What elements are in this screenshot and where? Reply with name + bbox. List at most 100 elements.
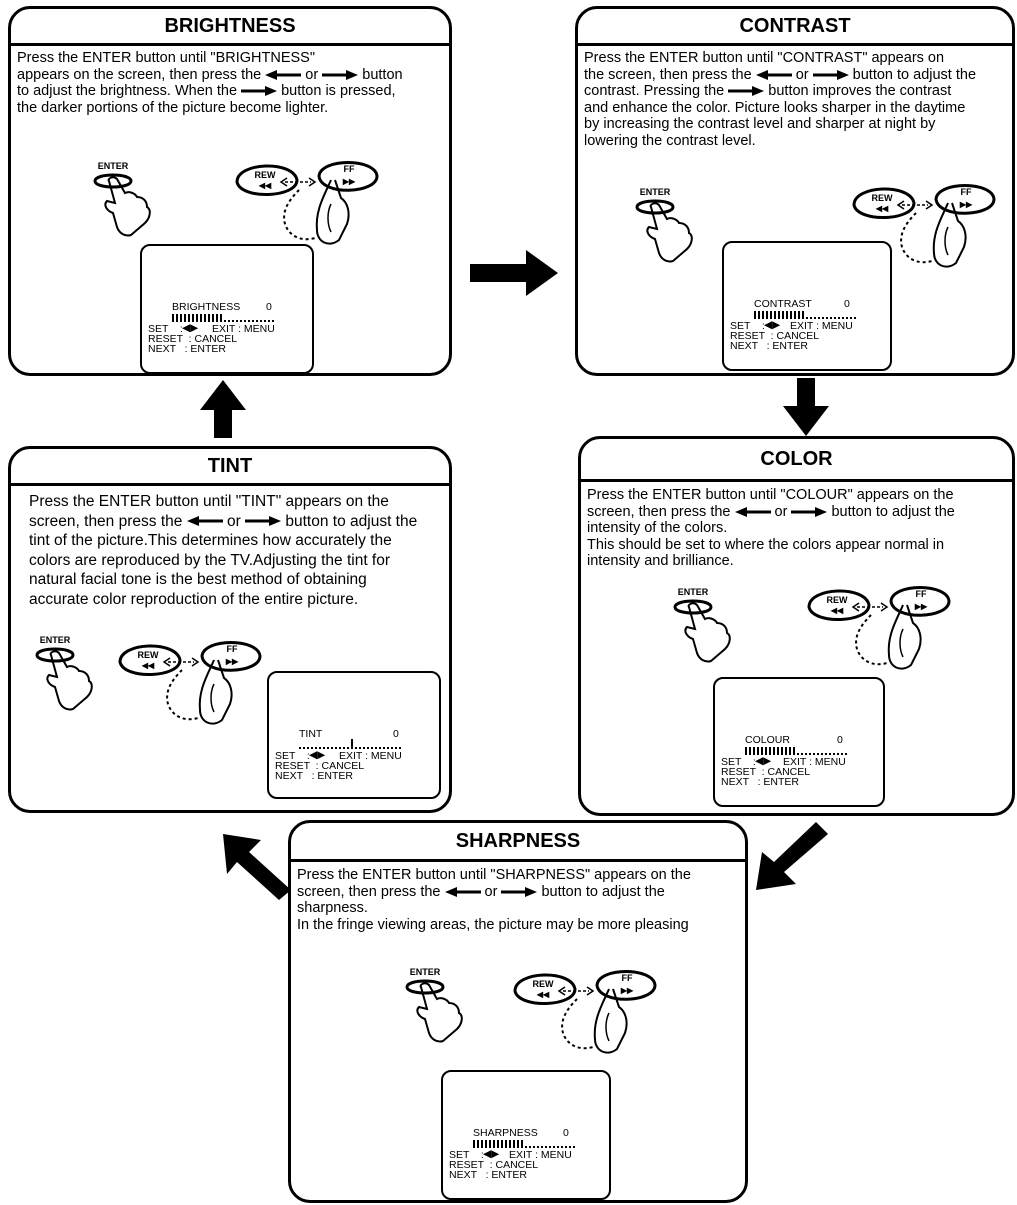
right-arrow-icon <box>880 602 889 612</box>
level-tick <box>805 753 807 755</box>
panel-title: BRIGHTNESS <box>11 9 449 46</box>
level-tick <box>513 1140 515 1148</box>
level-tick <box>485 1140 487 1148</box>
level-tick <box>766 311 768 319</box>
level-tick <box>216 314 218 322</box>
hand-icon <box>46 650 93 711</box>
level-tick <box>399 747 401 749</box>
text-segment: button improves the contrast <box>764 83 952 99</box>
enter-button-illustration: ENTER <box>93 161 151 237</box>
level-tick <box>192 314 194 322</box>
level-tick <box>260 320 262 322</box>
rew-button-icon <box>852 187 916 219</box>
osd-exit-label: EXIT : MENU <box>339 750 402 762</box>
level-tick <box>212 314 214 322</box>
left-arrow-icon <box>444 886 481 897</box>
right-arrow-icon <box>501 886 538 897</box>
level-tick <box>315 747 317 749</box>
description-line: accurate color reproduction of the entir… <box>29 590 445 610</box>
button-label: ENTER <box>410 967 441 977</box>
button-label: ENTER <box>40 635 71 645</box>
level-tick <box>817 753 819 755</box>
hand-icon <box>104 176 151 237</box>
right-arrow-icon <box>586 986 595 996</box>
level-tick <box>565 1146 567 1148</box>
hand-icon <box>684 602 731 663</box>
hand-ghost-icon <box>900 212 933 264</box>
level-tick <box>355 747 357 749</box>
level-tick <box>802 311 804 319</box>
description-line: the screen, then press the ← or → button… <box>584 67 1008 84</box>
level-tick <box>184 314 186 322</box>
right-arrow-icon <box>322 69 359 80</box>
description-line: In the fringe viewing areas, the picture… <box>297 917 741 934</box>
level-tick <box>830 317 832 319</box>
osd-set-label: SET : <box>721 756 756 768</box>
level-tick <box>749 747 751 755</box>
text-segment: screen, then press the <box>587 503 735 520</box>
hand-icon <box>198 659 233 725</box>
panel-description: Press the ENTER button until "TINT" appe… <box>29 492 445 609</box>
tint-panel: TINT Press the ENTER button until "TINT"… <box>8 446 452 813</box>
panel-title: TINT <box>11 449 449 486</box>
description-line: screen, then press the ← or → button to … <box>29 512 445 532</box>
hand-ghost-icon <box>561 998 594 1050</box>
button-label: FF <box>961 187 972 197</box>
osd-exit-label: EXIT : MENU <box>783 756 846 768</box>
button-label: REW <box>872 193 894 203</box>
up-left-arrow-icon <box>223 834 291 900</box>
enter-button-icon <box>93 173 133 189</box>
left-arrow-icon <box>851 602 860 612</box>
text-segment: and enhance the color. Picture looks sha… <box>584 99 966 116</box>
level-tick <box>299 747 301 749</box>
level-bar <box>299 739 401 749</box>
button-label: ◀◀ <box>141 661 155 670</box>
button-label: REW <box>533 979 555 989</box>
level-tick <box>477 1140 479 1148</box>
button-label: ENTER <box>98 161 129 171</box>
level-tick <box>395 747 397 749</box>
button-label: FF <box>344 164 355 174</box>
level-tick <box>801 753 803 755</box>
text-segment: colors are reproduced by the TV.Adjustin… <box>29 551 391 569</box>
level-tick <box>204 314 206 322</box>
enter-button-icon <box>35 647 75 663</box>
text-segment: button to adjust the <box>848 66 977 83</box>
text-segment: or <box>222 512 246 530</box>
level-tick <box>818 317 820 319</box>
text-segment: the screen, then press the <box>584 66 756 83</box>
up-arrow-icon <box>200 380 246 438</box>
text-segment: the darker portions of the picture becom… <box>17 99 329 116</box>
brightness-panel: BRIGHTNESS Press the ENTER button until … <box>8 6 452 376</box>
level-tick <box>822 317 824 319</box>
text-segment: Press the ENTER button until "CONTRAST" … <box>584 50 945 66</box>
description-line: intensity of the colors. <box>587 520 1008 537</box>
level-tick <box>545 1146 547 1148</box>
level-tick <box>813 753 815 755</box>
level-tick <box>240 320 242 322</box>
level-tick <box>505 1140 507 1148</box>
text-segment: button to adjust the <box>537 883 665 900</box>
ff-button-icon <box>317 161 379 192</box>
setting-name: COLOUR <box>745 734 790 746</box>
level-tick <box>833 753 835 755</box>
hand-icon <box>593 988 628 1054</box>
level-tick <box>537 1146 539 1148</box>
text-segment: Press the ENTER button until "BRIGHTNESS… <box>17 50 315 66</box>
level-tick <box>810 317 812 319</box>
level-tick <box>745 747 747 755</box>
hand-ghost-icon <box>283 189 316 241</box>
level-tick <box>850 317 852 319</box>
level-tick <box>838 317 840 319</box>
level-tick <box>549 1146 551 1148</box>
right-arrow-icon <box>728 86 765 97</box>
ff-button-icon <box>595 970 657 1001</box>
left-arrow-icon <box>557 986 566 996</box>
level-tick <box>220 314 222 322</box>
left-arrow-icon <box>265 69 302 80</box>
rew-ff-buttons-illustration: REW◀◀FF▶▶ <box>235 161 379 245</box>
level-tick <box>176 314 178 322</box>
